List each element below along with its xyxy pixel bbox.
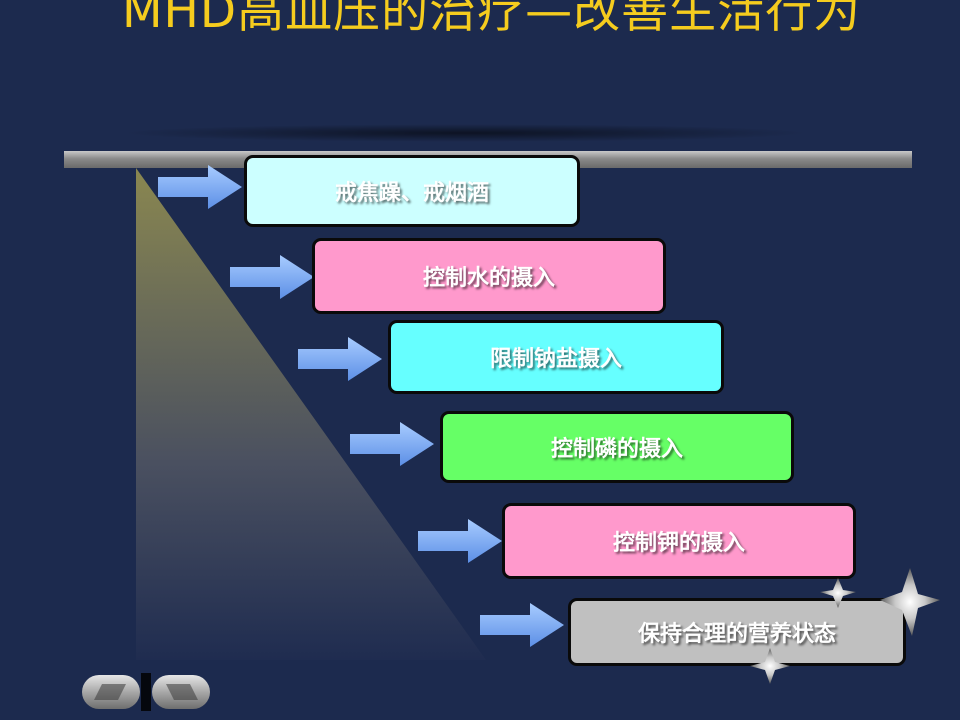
next-slide-button[interactable] <box>152 675 210 709</box>
right-arrow-icon <box>298 337 382 381</box>
step-box: 控制钾的摄入 <box>502 503 856 579</box>
slide-title: MHD高血压的治疗—改善生活行为 <box>122 0 862 39</box>
right-arrow-icon <box>480 603 564 647</box>
step-label: 控制钾的摄入 <box>612 531 745 556</box>
next-slide-icon <box>166 684 198 700</box>
nav-separator <box>141 673 151 711</box>
step-label: 控制水的摄入 <box>422 266 555 291</box>
step-box: 限制钠盐摄入 <box>388 320 724 394</box>
title-shadow <box>120 124 810 142</box>
step-box: 保持合理的营养状态 <box>568 598 906 666</box>
prev-slide-button[interactable] <box>82 675 140 709</box>
step-box: 戒焦躁、戒烟酒 <box>244 155 580 227</box>
step-label: 戒焦躁、戒烟酒 <box>334 181 489 206</box>
step-label: 保持合理的营养状态 <box>637 622 836 647</box>
step-label: 控制磷的摄入 <box>550 437 683 462</box>
right-arrow-icon <box>230 255 314 299</box>
prev-slide-icon <box>94 684 126 700</box>
step-box: 控制水的摄入 <box>312 238 666 314</box>
right-arrow-icon <box>158 165 242 209</box>
step-label: 限制钠盐摄入 <box>489 347 622 372</box>
star-icon <box>750 568 940 684</box>
step-box: 控制磷的摄入 <box>440 411 794 483</box>
right-arrow-icon <box>418 519 502 563</box>
right-arrow-icon <box>350 422 434 466</box>
